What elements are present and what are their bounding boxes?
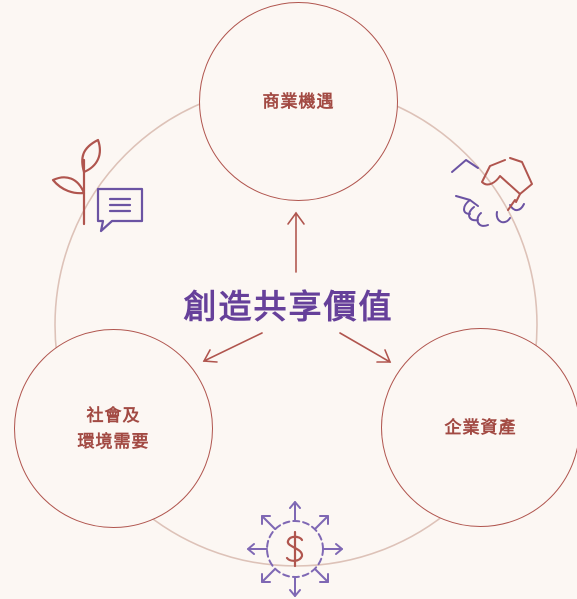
social-environmental-needs-node: 社會及 環境需要 [14,329,213,528]
arrow-up [287,211,305,273]
center-title: 創造共享價值 [183,287,394,326]
corporate-assets-node: 企業資產 [381,328,577,527]
social-environmental-needs-label: 社會及 環境需要 [77,405,150,452]
plant-with-chat-bubble-icon [51,138,144,233]
arrow-down-left [202,332,263,363]
business-opportunity-node: 商業機遇 [199,2,398,201]
arrow-down-right [339,332,392,363]
business-opportunity-label: 商業機遇 [262,91,335,112]
corporate-assets-label: 企業資產 [444,417,517,438]
dollar-with-arrows-icon [247,501,343,597]
handshake-icon [451,157,533,227]
